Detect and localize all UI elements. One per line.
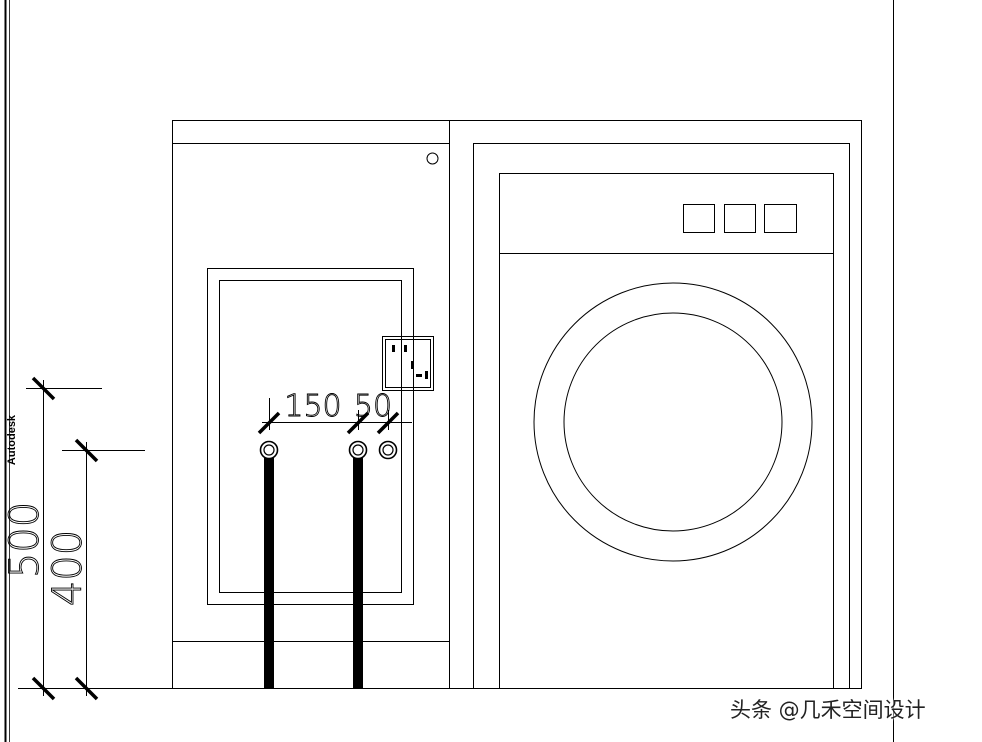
dimension-label-150: 150 [284, 389, 341, 424]
autodesk-tag: Autodesk [6, 414, 18, 465]
control-button-1 [683, 204, 715, 233]
niche-outer [449, 120, 862, 689]
dimension-label-50: 50 [354, 389, 392, 424]
vertical-dimension-500 [26, 376, 102, 701]
drum-door-outer [533, 282, 813, 562]
control-button-3 [764, 204, 797, 233]
access-panel-outer [207, 268, 414, 605]
pipe-outlet-middle [348, 440, 368, 688]
control-button-2 [724, 204, 756, 233]
washer-body [499, 173, 834, 689]
access-panel-inner [219, 280, 402, 593]
horizontal-dimensions [257, 398, 412, 435]
washing-machine [499, 173, 834, 689]
cabinet-handle [426, 152, 439, 165]
pipe-outlet-left [259, 440, 279, 688]
niche-inner-recess [473, 143, 850, 688]
dimension-label-500: 500 [2, 502, 48, 578]
dimension-label-400: 400 [45, 530, 91, 606]
washing-machine-niche [449, 120, 862, 689]
pipe-outlet-right [378, 440, 398, 460]
water-pipes [259, 440, 398, 688]
watermark-text: 头条 @几禾空间设计 [730, 698, 926, 722]
vertical-dimension-400 [62, 438, 145, 701]
cabinet [172, 120, 450, 689]
drum-door-inner [563, 312, 783, 532]
power-outlet [382, 336, 434, 391]
